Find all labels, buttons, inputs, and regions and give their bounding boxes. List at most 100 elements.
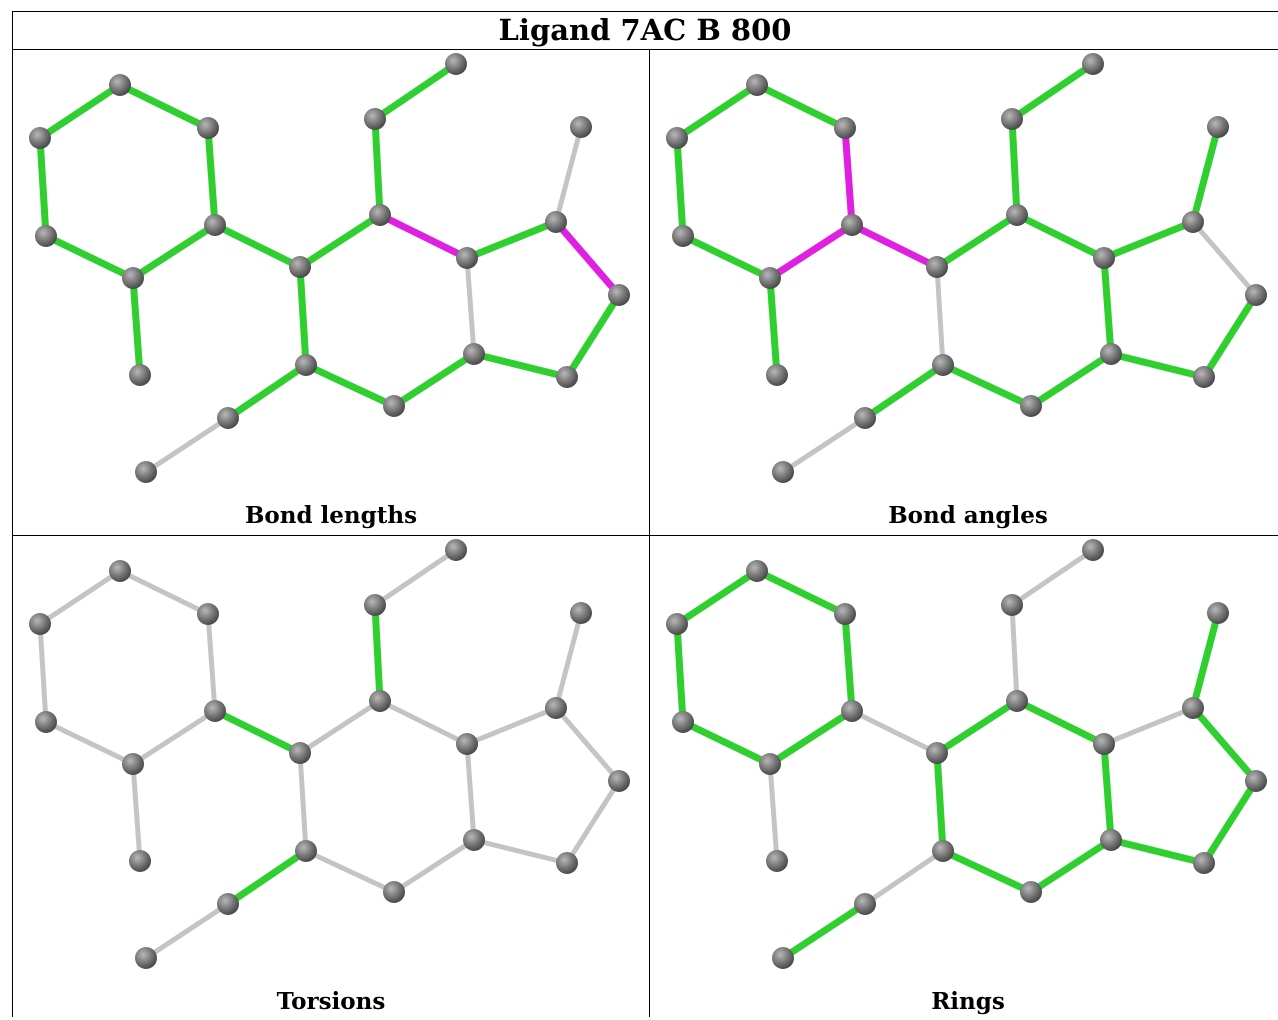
atom xyxy=(35,711,57,733)
table-border-top xyxy=(12,11,1278,12)
panel-caption: Torsions xyxy=(276,988,386,1015)
table-border-center xyxy=(649,49,650,1017)
bond-neutral xyxy=(37,621,49,725)
bond-outlier xyxy=(841,124,856,229)
atom xyxy=(759,753,781,775)
atom xyxy=(29,613,51,635)
atom xyxy=(1245,284,1267,306)
bond-ok xyxy=(463,218,560,262)
atom xyxy=(29,127,51,149)
bond-neutral xyxy=(464,705,559,747)
molecule-bond-angles xyxy=(666,53,1267,483)
molecule-bond-lengths xyxy=(29,53,630,483)
atom xyxy=(766,850,788,872)
molecule-torsions xyxy=(29,539,630,969)
atom xyxy=(570,116,592,138)
bond-ok xyxy=(1008,60,1097,123)
bond-neutral xyxy=(862,848,946,907)
atom xyxy=(759,267,781,289)
table-border-middle xyxy=(12,535,1278,536)
bond-ok xyxy=(673,620,687,726)
bond-ok xyxy=(1013,697,1108,748)
atom xyxy=(445,539,467,561)
bond-ok xyxy=(371,601,384,705)
atom xyxy=(369,204,391,226)
atom xyxy=(672,225,694,247)
atom xyxy=(608,284,630,306)
bond-neutral xyxy=(553,610,584,711)
bond-neutral xyxy=(849,708,940,756)
bond-neutral xyxy=(205,611,218,714)
atom xyxy=(1207,116,1229,138)
bond-ok xyxy=(766,274,781,379)
bond-ok xyxy=(679,718,774,768)
bond-ok xyxy=(1189,123,1222,226)
atom xyxy=(834,117,856,139)
atom xyxy=(122,267,144,289)
atom xyxy=(109,560,131,582)
atom xyxy=(841,214,863,236)
atom xyxy=(854,893,876,915)
bond-ok xyxy=(841,610,856,715)
atom xyxy=(197,603,219,625)
atom xyxy=(1082,539,1104,561)
atom xyxy=(666,613,688,635)
bond-neutral xyxy=(43,719,136,767)
atom xyxy=(545,697,567,719)
atom xyxy=(1020,395,1042,417)
bond-ok xyxy=(390,350,478,410)
bond-outlier xyxy=(766,221,856,282)
bond-neutral xyxy=(464,255,477,357)
atom xyxy=(746,560,768,582)
bond-neutral xyxy=(377,698,470,747)
atom xyxy=(608,770,630,792)
atom xyxy=(364,594,386,616)
atom xyxy=(672,711,694,733)
atom xyxy=(766,364,788,386)
bond-ok xyxy=(1189,609,1222,712)
bond-neutral xyxy=(303,848,397,895)
bond-outlier xyxy=(376,211,471,262)
atom xyxy=(854,407,876,429)
bond-ok xyxy=(1013,211,1108,262)
bond-ok xyxy=(116,81,212,132)
bond-neutral xyxy=(1009,547,1096,608)
atom xyxy=(1182,211,1204,233)
bond-ok xyxy=(224,361,310,422)
bond-ok xyxy=(753,567,849,618)
atom xyxy=(204,700,226,722)
bond-neutral xyxy=(37,568,123,627)
atom xyxy=(122,753,144,775)
bond-ok xyxy=(224,847,310,908)
bond-neutral xyxy=(117,568,211,617)
bond-ok xyxy=(933,697,1021,757)
atom xyxy=(570,602,592,624)
atom xyxy=(1182,697,1204,719)
atom xyxy=(746,74,768,96)
atom xyxy=(1082,53,1104,75)
atom xyxy=(445,53,467,75)
bond-ok xyxy=(371,60,460,123)
atom xyxy=(545,211,567,233)
bond-neutral xyxy=(1190,219,1259,298)
bond-ok xyxy=(753,81,849,132)
panel-bond-angles: Bond angles xyxy=(650,50,1278,534)
bond-ok xyxy=(1189,704,1260,785)
atom xyxy=(295,840,317,862)
bond-ok xyxy=(211,707,304,757)
figure-title: Ligand 7AC B 800 xyxy=(498,13,792,47)
bond-outlier xyxy=(552,218,623,299)
atom xyxy=(1100,343,1122,365)
atom xyxy=(456,733,478,755)
bond-ok xyxy=(296,263,310,369)
atom xyxy=(1207,602,1229,624)
atom xyxy=(463,343,485,365)
bond-ok xyxy=(766,707,856,768)
bond-ok xyxy=(939,847,1035,896)
atom xyxy=(204,214,226,236)
bond-ok xyxy=(211,221,304,271)
panel-torsions: Torsions xyxy=(13,536,649,1020)
bond-ok xyxy=(470,350,571,381)
bond-neutral xyxy=(1009,602,1020,704)
atom xyxy=(1006,204,1028,226)
